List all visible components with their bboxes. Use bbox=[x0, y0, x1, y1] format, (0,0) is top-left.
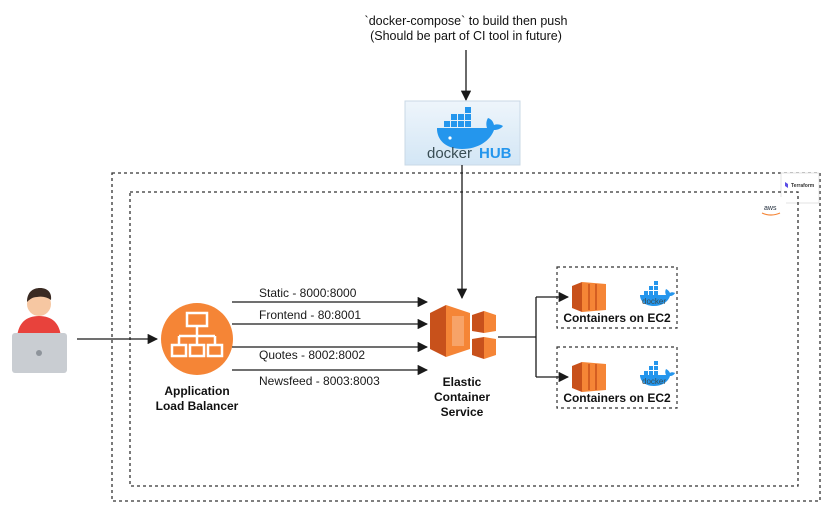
route-label-newsfeed: Newsfeed - 8003:8003 bbox=[259, 374, 380, 388]
ecs-label-line-3: Service bbox=[441, 405, 484, 419]
alb-label-line-2: Load Balancer bbox=[156, 399, 239, 413]
user-icon bbox=[12, 288, 67, 373]
ec2-group-1: docker Containers on EC2 bbox=[556, 266, 678, 329]
ec2-label-1: Containers on EC2 bbox=[563, 311, 671, 325]
alb-label-line-1: Application bbox=[164, 384, 229, 398]
terraform-badge: Terraform bbox=[780, 172, 820, 204]
terraform-icon bbox=[785, 182, 788, 188]
ec2-group-2: docker Containers on EC2 bbox=[556, 346, 678, 409]
ec2-label-2: Containers on EC2 bbox=[563, 391, 671, 405]
docker-whale-icon bbox=[640, 281, 675, 306]
ecs-icon bbox=[430, 305, 496, 359]
route-label-static: Static - 8000:8000 bbox=[259, 286, 357, 300]
docker-hub-tile: docker HUB bbox=[404, 100, 521, 166]
docker-whale-icon bbox=[640, 361, 675, 386]
route-label-frontend: Frontend - 80:8001 bbox=[259, 308, 361, 322]
terraform-boundary bbox=[111, 172, 821, 502]
ec2-container-icon bbox=[572, 282, 606, 312]
terraform-label: Terraform bbox=[791, 183, 815, 189]
ecs-label-line-2: Container bbox=[434, 390, 490, 404]
header-line-2: (Should be part of CI tool in future) bbox=[370, 29, 562, 43]
route-label-quotes: Quotes - 8002:8002 bbox=[259, 348, 365, 362]
docker-word-2: docker bbox=[642, 377, 666, 386]
ecs-label-line-1: Elastic bbox=[443, 375, 482, 389]
header-line-1: `docker-compose` to build then push bbox=[365, 14, 568, 28]
aws-smile-icon bbox=[761, 212, 781, 216]
docker-whale-icon bbox=[437, 107, 503, 149]
ec2-container-icon bbox=[572, 362, 606, 392]
load-balancer-icon bbox=[161, 303, 233, 375]
docker-word-1: docker bbox=[642, 297, 666, 306]
aws-label: aws bbox=[764, 205, 777, 212]
docker-hub-word-hub: HUB bbox=[479, 145, 512, 162]
aws-badge: aws bbox=[756, 197, 786, 219]
docker-hub-word-docker: docker bbox=[427, 145, 472, 162]
